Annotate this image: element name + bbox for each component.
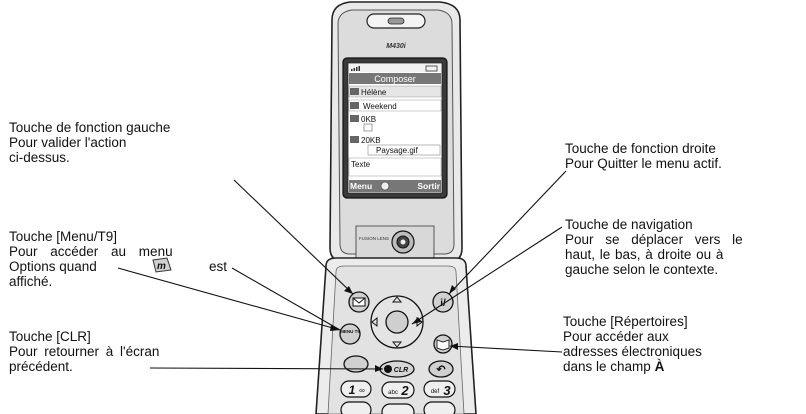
leader-arrowheads (330, 285, 458, 372)
screen-row-subject[interactable]: Weekend (363, 102, 397, 111)
to-field-icon (350, 88, 359, 95)
callout-contacts-line4: dans le champ À (563, 359, 702, 374)
callout-left-softkey-line2: Pour valider l'action (9, 135, 127, 150)
leader-menu-t9-b (231, 267, 341, 331)
signal-icon (351, 66, 360, 71)
key-1[interactable]: 1 ∞ (340, 380, 372, 398)
callout-clr-line2: Pour retourner à l'écran (9, 344, 160, 359)
key-1-sub: ∞ (359, 386, 365, 395)
camera-module: FUSION LENS (355, 225, 435, 259)
screen-row-text[interactable]: Texte (351, 160, 371, 169)
callout-left-softkey-line3: ci-dessus. (9, 150, 70, 165)
nav-left-arrow-icon (371, 316, 378, 328)
keypad: i/ MENU T9 CLR (339, 291, 456, 414)
leader-right-softkey (448, 170, 567, 295)
power-end-icon: ↶ (435, 364, 446, 376)
menu-indicator-icon (380, 181, 390, 191)
screen-row-attachment[interactable]: Paysage.gif (376, 146, 419, 155)
callout-navigation: Touche de navigation Pour se déplacer ve… (565, 217, 743, 277)
callout-menu-t9-line4: affiché. (9, 274, 53, 289)
model-label: M430i (386, 43, 407, 50)
battery-icon (425, 65, 438, 72)
book-icon (436, 339, 450, 351)
screen-row-size-2[interactable]: 20KB (361, 136, 381, 145)
back-icon (384, 365, 392, 373)
callout-navigation-line4: gauche selon le contexte. (565, 262, 719, 277)
clr-button[interactable]: CLR (379, 360, 415, 378)
envelope-icon (352, 297, 366, 307)
callout-navigation-line2: Pour se déplacer vers le (565, 232, 743, 247)
subject-field-icon (350, 102, 359, 109)
callout-menu-t9-line2: Pour accéder au menu (9, 244, 173, 259)
screen-title: Composer (374, 74, 416, 84)
leader-navigation (411, 226, 563, 325)
menu-key-icon: m (151, 257, 173, 273)
leader-clr (149, 367, 384, 370)
leader-menu-t9-a (117, 267, 341, 331)
callout-left-softkey-title: Touche de fonction gauche (9, 120, 171, 135)
sound-attach-icon (363, 123, 373, 132)
key-2-digit: 2 (400, 383, 409, 398)
svg-text:m: m (157, 261, 166, 272)
sound-field-icon (350, 115, 359, 122)
callout-menu-t9-title: Touche [Menu/T9] (9, 229, 118, 244)
key-2-sub: abc (388, 390, 398, 396)
callout-clr-line3: précédent. (9, 359, 73, 374)
callout-menu-t9: Touche [Menu/T9] Pour accéder au menu Op… (9, 229, 233, 289)
key-3-digit: 3 (443, 383, 451, 398)
callout-right-softkey-line2: Pour Quitter le menu actif. (565, 156, 722, 171)
callout-contacts-title: Touche [Répertoires] (563, 314, 688, 329)
picture-field-icon (350, 136, 359, 143)
send-button[interactable] (343, 355, 369, 373)
callout-clr-title: Touche [CLR] (9, 329, 91, 344)
callout-right-softkey-title: Touche de fonction droite (565, 141, 716, 156)
leader-contacts (449, 345, 563, 353)
callout-contacts-line3: adresses électroniques (563, 344, 702, 359)
contacts-button[interactable] (433, 334, 453, 354)
leader-lines (117, 170, 567, 370)
callout-right-softkey: Touche de fonction droite Pour Quitter l… (565, 141, 722, 171)
menu-t9-key-label: MENU T9 (340, 329, 360, 334)
navigation-center-button[interactable] (385, 310, 409, 334)
key-3-sub: def (431, 389, 440, 395)
softkey-left-label[interactable]: Menu (350, 181, 372, 191)
nav-up-arrow-icon (391, 296, 403, 303)
callout-contacts-line2: Pour accéder aux (563, 329, 669, 344)
clr-key-label: CLR (394, 367, 408, 374)
callout-menu-t9-est: est (209, 259, 228, 274)
key-row-4-partial (340, 401, 456, 414)
callout-contacts-field-letter: À (654, 359, 665, 374)
screen-row-size-1[interactable]: 0KB (361, 115, 376, 124)
callout-contacts-field-text: dans le champ (563, 359, 651, 374)
callout-menu-t9-line3: Options quand m est (9, 257, 233, 274)
callout-menu-t9-options: Options quand (9, 259, 97, 274)
callout-clr: Touche [CLR] Pour retourner à l'écran pr… (9, 329, 159, 374)
screen-row-to[interactable]: Hélène (361, 88, 387, 97)
nav-down-arrow-icon (391, 341, 403, 348)
menu-t9-button[interactable]: MENU T9 (339, 323, 361, 345)
leader-left-softkey (233, 179, 354, 295)
callout-navigation-line3: haut, le bas, à droite ou à (565, 247, 724, 262)
left-softkey-button[interactable] (348, 291, 370, 313)
camera-label: FUSION LENS (359, 236, 389, 241)
callout-navigation-title: Touche de navigation (565, 217, 693, 232)
softkey-right-label[interactable]: Sortir (417, 181, 440, 191)
callout-left-softkey: Touche de fonction gauche Pour valider l… (9, 120, 170, 165)
key-1-digit: 1 (349, 383, 356, 397)
key-2[interactable]: abc 2 (381, 381, 415, 399)
key-3[interactable]: def 3 (423, 380, 456, 398)
phone-screen: Composer Hélène Weekend 0KB 20KB Paysage… (347, 62, 443, 194)
callout-contacts: Touche [Répertoires] Pour accéder aux ad… (563, 314, 702, 374)
end-button[interactable]: ↶ (428, 360, 454, 378)
